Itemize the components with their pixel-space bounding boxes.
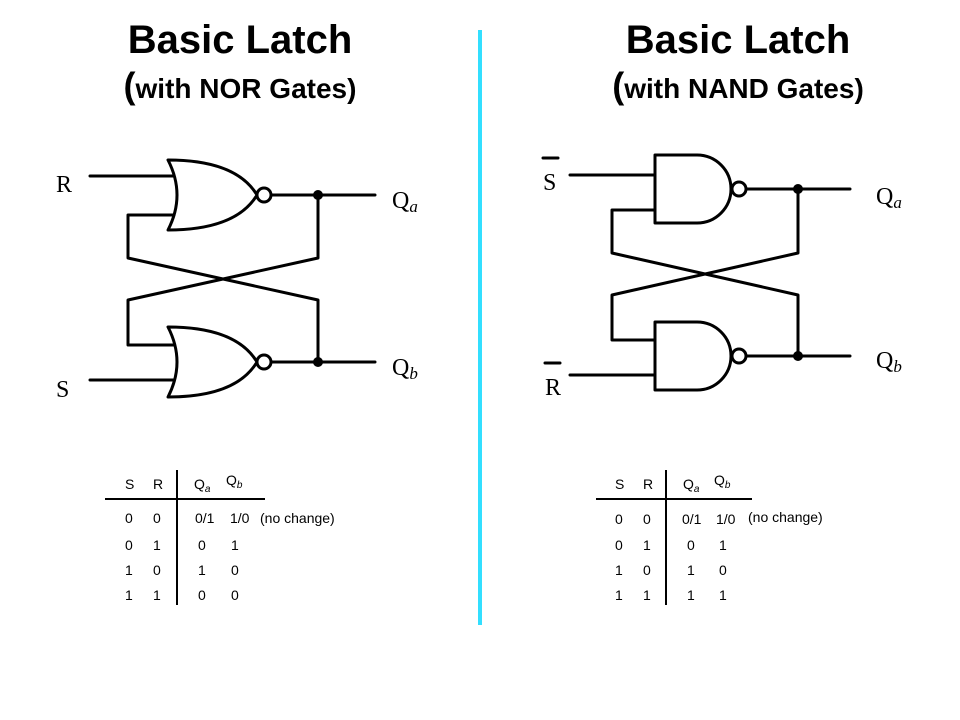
tt-cell: 0 <box>198 587 206 603</box>
tt-header-qa: Qa <box>683 476 700 495</box>
tt-header-rule <box>596 498 752 500</box>
tt-cell: 1 <box>125 562 133 578</box>
tt-cell: 1 <box>615 587 623 603</box>
tt-cell: 0 <box>231 587 239 603</box>
tt-cell: 0 <box>615 537 623 553</box>
tt-note: (no change) <box>260 510 335 526</box>
tt-cell: 0 <box>615 511 623 527</box>
tt-header-r: R <box>153 476 164 492</box>
nor-gate-bottom <box>166 325 259 399</box>
nor-gate-bottom-bubble <box>255 353 273 371</box>
tt-cell: 1/0 <box>716 511 736 527</box>
tt-cell: 0 <box>687 537 695 553</box>
tt-cell: 1 <box>643 587 651 603</box>
nand-qa-label: Qa <box>876 184 902 212</box>
tt-header-s: S <box>125 476 135 492</box>
nor-gate-top-bubble <box>255 186 273 204</box>
tt-column-rule <box>176 470 178 605</box>
nand-s-label: S <box>543 170 556 196</box>
tt-header-rule <box>105 498 265 500</box>
tt-cell: 1 <box>125 587 133 603</box>
nor-junction-top <box>313 190 323 200</box>
tt-cell: 1 <box>198 562 206 578</box>
tt-header-qa: Qa <box>194 476 211 495</box>
tt-cell: 0/1 <box>195 510 215 526</box>
right-title-sub: (with NAND Gates) <box>612 65 864 106</box>
nor-r-label: R <box>56 172 72 198</box>
tt-cell: 0 <box>125 510 133 526</box>
tt-cell: 1 <box>153 537 161 553</box>
nand-feedback-bottom <box>610 187 800 342</box>
tt-header-s: S <box>615 476 625 492</box>
tt-cell: 0 <box>153 510 161 526</box>
nand-qb-label: Qb <box>876 348 902 376</box>
left-title: Basic Latch (with NOR Gates) <box>60 16 420 111</box>
tt-cell: 1 <box>719 537 727 553</box>
tt-header-qb: Qb <box>226 472 243 491</box>
tt-cell: 1 <box>615 562 623 578</box>
tt-cell: 0/1 <box>682 511 702 527</box>
tt-cell: 1 <box>719 587 727 603</box>
left-title-main: Basic Latch <box>127 18 353 62</box>
tt-cell: 0 <box>153 562 161 578</box>
tt-cell: 1/0 <box>230 510 250 526</box>
right-title-main: Basic Latch <box>625 18 851 62</box>
tt-cell: 1 <box>153 587 161 603</box>
tt-note: (no change) <box>748 509 823 525</box>
tt-cell: 0 <box>719 562 727 578</box>
nor-gate-top <box>166 158 259 232</box>
tt-cell: 1 <box>231 537 239 553</box>
tt-column-rule <box>665 470 667 605</box>
nor-qa-label: Qa <box>392 188 418 216</box>
tt-header-r: R <box>643 476 654 492</box>
tt-cell: 0 <box>231 562 239 578</box>
tt-cell: 1 <box>687 562 695 578</box>
nor-feedback-bottom <box>126 193 320 347</box>
tt-header-qb: Qb <box>714 472 731 491</box>
nand-feedback-top <box>610 208 800 358</box>
nand-r-label: R <box>545 375 561 401</box>
nor-feedback-top <box>126 213 320 364</box>
nor-s-label: S <box>56 377 69 403</box>
nand-junction-bottom <box>793 351 803 361</box>
tt-cell: 1 <box>643 537 651 553</box>
tt-cell: 0 <box>198 537 206 553</box>
right-title: Basic Latch (with NAND Gates) <box>548 16 928 111</box>
nand-junction-top <box>793 184 803 194</box>
nand-gate-bottom <box>653 320 733 392</box>
nor-junction-bottom <box>313 357 323 367</box>
nand-gate-top <box>653 153 733 225</box>
tt-cell: 0 <box>643 562 651 578</box>
nor-qb-label: Qb <box>392 355 418 383</box>
nand-gate-bottom-bubble <box>730 347 748 365</box>
tt-cell: 1 <box>687 587 695 603</box>
divider-line <box>478 30 482 625</box>
left-title-sub: (with NOR Gates) <box>123 65 357 106</box>
tt-cell: 0 <box>125 537 133 553</box>
nand-gate-top-bubble <box>730 180 748 198</box>
tt-cell: 0 <box>643 511 651 527</box>
